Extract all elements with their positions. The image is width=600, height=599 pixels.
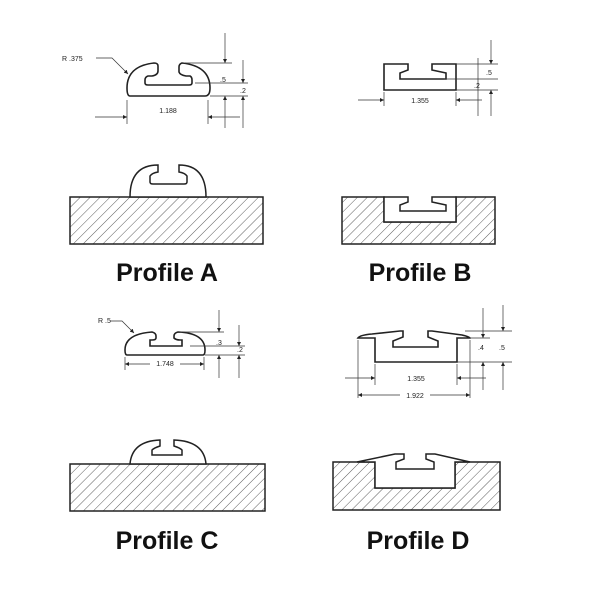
profile-a-title: Profile A: [116, 259, 218, 287]
height-base-label: .2: [474, 83, 480, 90]
profile-c-section: [124, 331, 206, 356]
profile-b-title: Profile B: [369, 259, 472, 287]
profile-a: R .375 1.188 .5 .2 Profile A: [62, 33, 264, 287]
profile-d-section: [356, 330, 471, 363]
installed-profile: [356, 453, 471, 489]
width-label: 1.188: [159, 108, 177, 115]
height-base-label: .2: [240, 88, 246, 95]
height-total-label: .5: [220, 77, 226, 84]
profile-d: 1.355 1.922 .4 .5 Profile D: [332, 305, 512, 555]
radius-label: R .5: [98, 318, 111, 325]
width-label: 1.748: [156, 361, 174, 368]
profile-c-title: Profile C: [116, 527, 219, 555]
profile-b: 1.355 .5 .2 Profile B: [341, 40, 498, 287]
height-total-label: .3: [216, 340, 222, 347]
mounting-base: [69, 463, 266, 512]
radius-label: R .375: [62, 56, 83, 63]
height-total-label: .5: [486, 70, 492, 77]
outer-width-label: 1.922: [406, 393, 424, 400]
profile-d-title: Profile D: [367, 527, 470, 555]
installed-profile: [129, 439, 207, 465]
mounting-base: [69, 196, 264, 245]
profile-b-section: [383, 63, 457, 91]
width-label: 1.355: [411, 98, 429, 105]
profile-a-section: [126, 62, 211, 97]
installed-profile: [129, 164, 207, 198]
inner-width-label: 1.355: [407, 376, 425, 383]
profile-c: R .5 1.748 .3 .2 Profile C: [69, 310, 266, 555]
height-total-label: .5: [499, 345, 505, 352]
inner-height-label: .4: [478, 345, 484, 352]
height-base-label: .2: [237, 347, 243, 354]
installed-profile: [383, 196, 457, 223]
